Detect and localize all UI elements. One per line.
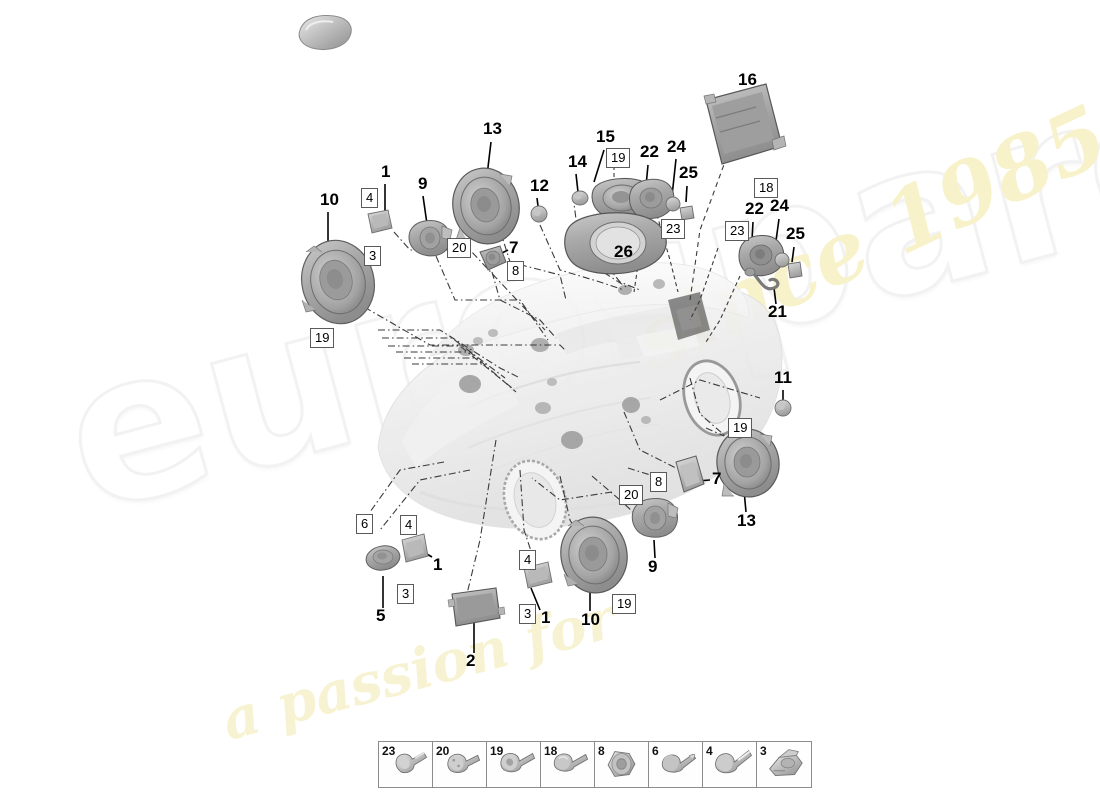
- callout-11[interactable]: 11: [774, 368, 792, 387]
- dome-head-bolt-icon: [715, 749, 753, 774]
- part-11-grommet: [774, 399, 792, 417]
- callout-7-right[interactable]: 7: [712, 469, 722, 488]
- boxed-callout-19-15[interactable]: 19: [606, 148, 631, 168]
- part-14-grommet: [571, 190, 589, 206]
- boxed-callout-20-right[interactable]: 20: [619, 485, 644, 505]
- callout-13-right[interactable]: 13: [737, 511, 756, 530]
- part-top-trim: [298, 15, 352, 50]
- legend-number-3: 3: [760, 744, 767, 758]
- boxed-callout-3-lower-mid[interactable]: 3: [519, 604, 537, 624]
- part-9-right-midrange: [631, 498, 679, 538]
- callout-21[interactable]: 21: [768, 302, 787, 321]
- part-25-right-connector: [787, 261, 803, 279]
- callout-1-upper-left[interactable]: 1: [381, 162, 391, 181]
- callout-9-right[interactable]: 9: [648, 557, 658, 576]
- part-9-left-midrange: [408, 220, 453, 257]
- part-26-oval-door-speaker: [564, 212, 667, 275]
- boxed-callout-3-lower-left[interactable]: 3: [397, 584, 415, 604]
- legend-cell-20[interactable]: 20: [433, 742, 487, 787]
- callout-15[interactable]: 15: [596, 127, 615, 146]
- callout-14[interactable]: 14: [568, 152, 587, 171]
- legend-cell-4[interactable]: 4: [703, 742, 757, 787]
- callout-25-upper[interactable]: 25: [679, 163, 698, 182]
- part-13-left-speaker: [452, 167, 520, 245]
- legend-cell-19[interactable]: 19: [487, 742, 541, 787]
- pan-head-bolt-long-icon: [395, 751, 428, 774]
- vehicle-body-ghost: [377, 262, 783, 541]
- callout-7-left[interactable]: 7: [509, 238, 519, 257]
- legend-cell-8[interactable]: 8: [595, 742, 649, 787]
- part-10-left-woofer: [301, 239, 375, 325]
- legend-number-23: 23: [382, 744, 396, 758]
- part-22-right-tweeter: [738, 235, 785, 277]
- boxed-callout-8-right[interactable]: 8: [650, 472, 668, 492]
- legend-number-8: 8: [598, 744, 605, 758]
- part-22-upper-tweeter: [629, 178, 675, 219]
- callout-22-upper[interactable]: 22: [640, 142, 659, 161]
- boxed-callout-18[interactable]: 18: [754, 178, 779, 198]
- part-21-wiring-harness: [744, 267, 780, 291]
- legend-cell-6[interactable]: 6: [649, 742, 703, 787]
- part-illustrations: [298, 15, 803, 627]
- part-12-grommet: [530, 205, 548, 223]
- boxed-callout-4-lower-left[interactable]: 4: [400, 515, 418, 535]
- boxed-callout-4-lower-mid[interactable]: 4: [519, 550, 537, 570]
- legend-number-20: 20: [436, 744, 450, 758]
- hex-nut-washer-icon: [607, 751, 636, 777]
- legend-number-18: 18: [544, 744, 558, 758]
- legend-cell-23[interactable]: 23: [379, 742, 433, 787]
- hardware-legend: 23 20 19 18: [378, 741, 812, 788]
- callout-25-right[interactable]: 25: [786, 224, 805, 243]
- callout-12[interactable]: 12: [530, 176, 549, 195]
- part-1-bracket-left-lower: [401, 533, 429, 563]
- flange-head-bolt-icon: [500, 752, 536, 773]
- part-16-amplifier: [703, 83, 787, 165]
- part-25-upper-connector: [679, 205, 695, 221]
- boxed-callout-6[interactable]: 6: [356, 514, 374, 534]
- callout-24-upper[interactable]: 24: [667, 137, 686, 156]
- part-24-upper-fastener: [665, 196, 681, 212]
- oval-head-screw-icon: [553, 753, 589, 772]
- part-7-left-tweeter: [479, 245, 507, 271]
- callout-26[interactable]: 26: [614, 242, 633, 261]
- legend-cell-18[interactable]: 18: [541, 742, 595, 787]
- part-5-speaker-mount: [365, 545, 401, 571]
- legend-number-4: 4: [706, 744, 713, 758]
- callout-13-left[interactable]: 13: [483, 119, 502, 138]
- boxed-callout-20-left[interactable]: 20: [447, 238, 472, 258]
- legend-cell-3[interactable]: 3: [757, 742, 811, 787]
- callout-22-right[interactable]: 22: [745, 199, 764, 218]
- callout-24-right[interactable]: 24: [770, 196, 789, 215]
- callout-pointers: [327, 93, 795, 653]
- boxed-callout-19-10-right[interactable]: 19: [612, 594, 637, 614]
- callout-10-right[interactable]: 10: [581, 610, 600, 629]
- boxed-callout-23-upper[interactable]: 23: [661, 219, 686, 239]
- boxed-callout-23-right[interactable]: 23: [725, 221, 750, 241]
- leader-lines: [351, 139, 761, 599]
- part-2-control-module: [447, 587, 506, 627]
- boxed-callout-19-13-right[interactable]: 19: [728, 418, 753, 438]
- part-13-right-speaker: [716, 428, 780, 498]
- callout-1-lower-mid[interactable]: 1: [541, 608, 551, 627]
- round-head-screw-icon: [447, 753, 481, 773]
- callout-10-left[interactable]: 10: [320, 190, 339, 209]
- callout-5[interactable]: 5: [376, 606, 386, 625]
- legend-number-6: 6: [652, 744, 659, 758]
- part-7-right-tweeter: [675, 455, 705, 493]
- retaining-clip-icon: [769, 749, 803, 776]
- callout-2[interactable]: 2: [466, 651, 476, 670]
- boxed-callout-19-left[interactable]: 19: [310, 328, 335, 348]
- part-4-bracket-upper-left: [367, 209, 393, 234]
- legend-number-19: 19: [490, 744, 504, 758]
- callout-16[interactable]: 16: [738, 70, 757, 89]
- callout-9-left[interactable]: 9: [418, 174, 428, 193]
- boxed-callout-3-upper-left[interactable]: 3: [364, 246, 382, 266]
- part-24-right-fastener: [774, 252, 790, 268]
- boxed-callout-8-left[interactable]: 8: [507, 261, 525, 281]
- part-10-right-woofer: [560, 516, 628, 594]
- callout-1-lower-left[interactable]: 1: [433, 555, 443, 574]
- boxed-callout-4-upper-left[interactable]: 4: [361, 188, 379, 208]
- mushroom-head-rivet-icon: [661, 753, 697, 773]
